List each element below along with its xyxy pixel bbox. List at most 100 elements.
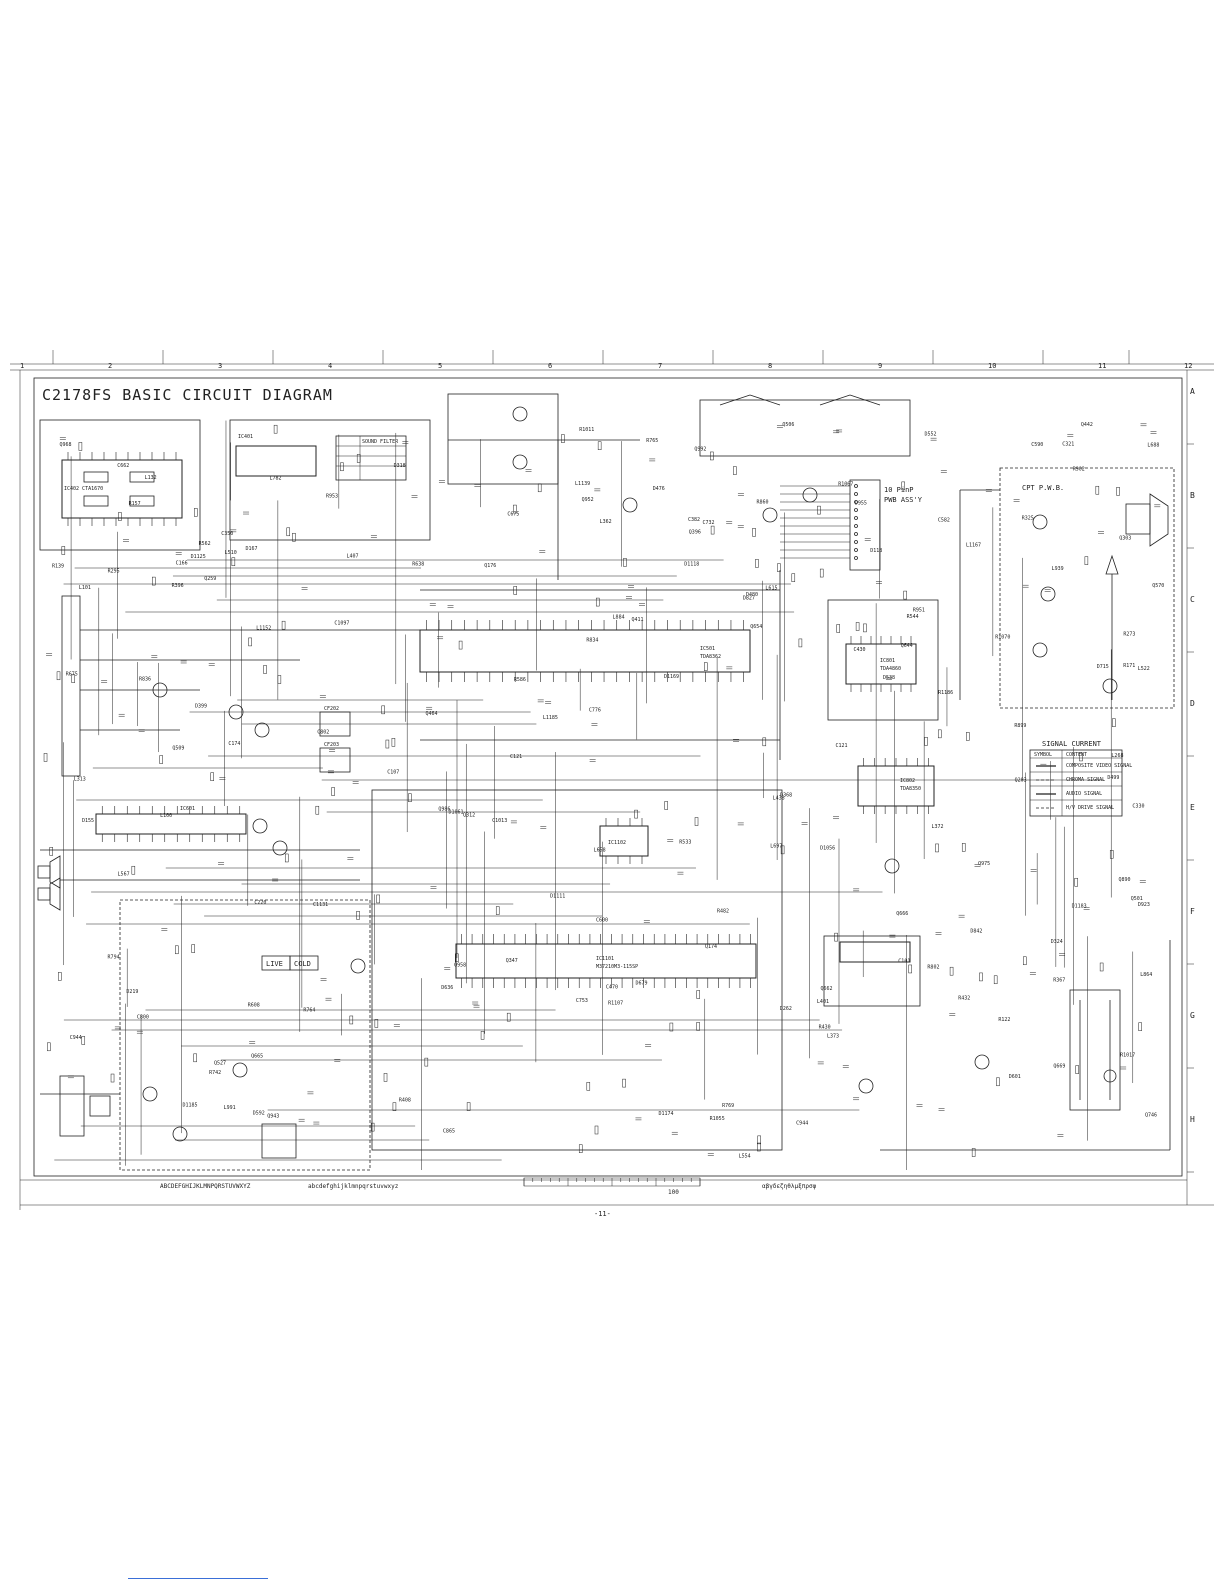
component-ref: D842 xyxy=(970,928,982,934)
component-ref: D715 xyxy=(1097,664,1109,670)
component-ref: C1013 xyxy=(492,818,507,824)
component-ref: L864 xyxy=(1140,972,1152,978)
component-ref: L268 xyxy=(1111,753,1123,759)
component-ref: L373 xyxy=(827,1034,839,1040)
component-ref: R1011 xyxy=(579,427,594,433)
component-ref: R396 xyxy=(172,583,184,589)
svg-text:TDA8350: TDA8350 xyxy=(900,786,921,792)
component-ref: D1169 xyxy=(664,674,679,680)
component-ref: Q203 xyxy=(1015,777,1027,783)
component-ref: D601 xyxy=(1009,1074,1021,1080)
component-ref: L407 xyxy=(347,553,359,559)
component-ref: R1186 xyxy=(938,690,953,696)
svg-text:SYMBOL: SYMBOL xyxy=(1034,752,1052,758)
component-ref: Q662 xyxy=(821,986,833,992)
component-ref: R1017 xyxy=(1120,1052,1135,1058)
component-ref: R764 xyxy=(303,1007,315,1013)
component-ref: Q396 xyxy=(689,530,701,536)
svg-text:COLD: COLD xyxy=(294,960,311,968)
component-ref: Q992 xyxy=(694,447,706,453)
component-ref: L362 xyxy=(600,519,612,525)
component-ref: C732 xyxy=(703,520,715,526)
diagram-title: C2178FS BASIC CIRCUIT DIAGRAM xyxy=(42,386,333,404)
component-ref: Q506 xyxy=(782,422,794,428)
component-ref: Q952 xyxy=(582,497,594,503)
tuner-block: CF202 CF203 xyxy=(61,595,420,777)
component-ref: D1183 xyxy=(1072,904,1087,910)
svg-text:IC1102: IC1102 xyxy=(608,840,626,846)
svg-text:PWB ASS'Y: PWB ASS'Y xyxy=(884,496,923,504)
component-ref: Q644 xyxy=(901,643,913,649)
column-number: 6 xyxy=(548,362,552,370)
component-ref: R953 xyxy=(326,493,338,499)
component-ref: D118 xyxy=(870,548,882,554)
component-ref: C753 xyxy=(576,998,588,1004)
footer-link-underline[interactable] xyxy=(128,1578,268,1579)
component-ref: R902 xyxy=(1073,467,1085,473)
component-ref: C582 xyxy=(938,518,950,524)
component-ref: C944 xyxy=(70,1035,82,1041)
component-ref: L1185 xyxy=(543,715,558,721)
svg-text:M37210M3-115SP: M37210M3-115SP xyxy=(596,964,638,970)
speaker-outputs xyxy=(37,855,61,911)
component-ref: L372 xyxy=(931,824,943,830)
component-ref: L1139 xyxy=(575,481,590,487)
component-ref: R802 xyxy=(927,964,939,970)
svg-text:CPT P.W.B.: CPT P.W.B. xyxy=(1022,484,1064,492)
component-ref: Q986 xyxy=(438,807,450,813)
column-number: 10 xyxy=(988,362,996,370)
component-ref: D827 xyxy=(743,595,755,601)
connector-block: 10 PinP PWB ASS'Y xyxy=(622,394,923,571)
video-amp-block xyxy=(447,393,640,580)
component-ref: C590 xyxy=(1031,442,1043,448)
component-ref: R273 xyxy=(1123,631,1135,637)
row-letter: A xyxy=(1190,387,1195,396)
component-ref: L658 xyxy=(594,848,606,854)
component-ref: Q411 xyxy=(632,617,644,623)
svg-text:IC802: IC802 xyxy=(900,778,915,784)
component-ref: C470 xyxy=(606,984,618,990)
component-ref: D480 xyxy=(746,592,758,598)
component-ref: C101 xyxy=(898,959,910,965)
component-ref: L1167 xyxy=(966,542,981,548)
component-ref: D155 xyxy=(82,818,94,824)
sound-filter-block: IC401 SOUND FILTER xyxy=(229,419,431,541)
component-ref: Q303 xyxy=(1119,536,1131,542)
column-number: 2 xyxy=(108,362,112,370)
column-number: 1 xyxy=(20,362,24,370)
component-ref: R675 xyxy=(66,672,78,678)
component-ref: R860 xyxy=(756,499,768,505)
component-ref: D1185 xyxy=(183,1103,198,1109)
component-ref: D679 xyxy=(636,981,648,987)
deflection-block xyxy=(823,858,1171,1151)
cpt-pwb-block: CPT P.W.B. xyxy=(959,467,1175,709)
component-ref: D219 xyxy=(126,989,138,995)
component-ref: D592 xyxy=(253,1111,265,1117)
row-letter: B xyxy=(1190,491,1195,500)
component-ref: Q968 xyxy=(59,442,71,448)
component-ref: C321 xyxy=(1062,441,1074,447)
component-ref: D1174 xyxy=(658,1111,673,1117)
component-ref: Q442 xyxy=(1081,422,1093,428)
row-letter: D xyxy=(1190,699,1195,708)
component-ref: D538 xyxy=(883,675,895,681)
component-ref: L991 xyxy=(224,1105,236,1111)
component-ref: L782 xyxy=(270,476,282,482)
component-ref: C121 xyxy=(510,754,522,760)
component-ref: R1055 xyxy=(710,1116,725,1122)
component-ref: L567 xyxy=(118,871,130,877)
component-ref: C430 xyxy=(854,647,866,653)
component-ref: R836 xyxy=(139,676,151,682)
component-ref: C776 xyxy=(589,707,601,713)
page-number: -11- xyxy=(594,1210,611,1218)
component-ref: Q501 xyxy=(1131,896,1143,902)
row-letter: G xyxy=(1190,1011,1195,1020)
row-letter: E xyxy=(1190,803,1195,812)
component-ref: Q312 xyxy=(463,812,475,818)
ic1102-block: IC1102 xyxy=(599,818,649,864)
component-ref: C675 xyxy=(507,512,519,518)
component-ref: D167 xyxy=(245,546,257,552)
component-ref: C802 xyxy=(317,730,329,736)
svg-text:10 PinP: 10 PinP xyxy=(884,486,914,494)
